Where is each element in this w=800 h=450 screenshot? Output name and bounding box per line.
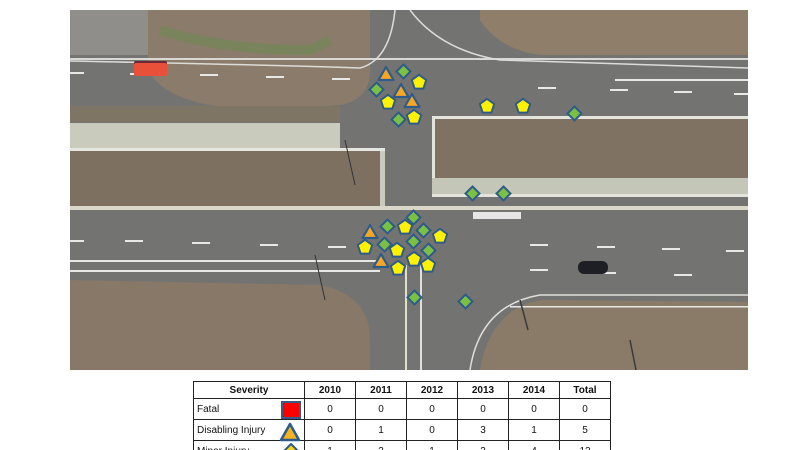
header-2010: 2010 bbox=[304, 381, 356, 399]
table-row-fatal: Fatal 0 0 0 0 0 0 bbox=[193, 398, 611, 422]
aerial-intersection-map bbox=[70, 10, 748, 370]
cell-2013: 3 bbox=[457, 440, 509, 450]
row-label: Fatal bbox=[197, 403, 220, 415]
severity-table: Severity 2010 2011 2012 2013 2014 Total … bbox=[193, 381, 611, 450]
header-total: Total bbox=[559, 381, 611, 399]
cell-2011: 1 bbox=[355, 419, 407, 441]
cell-2013: 0 bbox=[457, 398, 509, 420]
green-diamond-icon bbox=[281, 442, 301, 450]
row-label: Minor Injury bbox=[197, 446, 249, 450]
cell-total: 12 bbox=[559, 440, 611, 450]
cell-total: 5 bbox=[559, 419, 611, 441]
cell-2011: 3 bbox=[355, 440, 407, 450]
cell-2014: 1 bbox=[508, 419, 560, 441]
red-square-icon bbox=[281, 401, 301, 422]
table-row-minor-injury: Minor Injury 1 3 1 3 4 12 bbox=[193, 440, 611, 450]
header-severity: Severity bbox=[193, 381, 305, 399]
cell-2014: 4 bbox=[508, 440, 560, 450]
cell-2011: 0 bbox=[355, 398, 407, 420]
header-2012: 2012 bbox=[406, 381, 458, 399]
cell-2014: 0 bbox=[508, 398, 560, 420]
cell-2012: 0 bbox=[406, 398, 458, 420]
row-label-cell: Disabling Injury bbox=[193, 419, 305, 442]
row-label-cell: Fatal bbox=[193, 398, 305, 422]
black-car-vehicle bbox=[578, 261, 608, 274]
table-row-disabling-injury: Disabling Injury 0 1 0 3 1 5 bbox=[193, 419, 611, 442]
cell-2012: 1 bbox=[406, 440, 458, 450]
cell-2012: 0 bbox=[406, 419, 458, 441]
header-2013: 2013 bbox=[457, 381, 509, 399]
cell-2010: 0 bbox=[304, 398, 356, 420]
header-2014: 2014 bbox=[508, 381, 560, 399]
cell-2010: 0 bbox=[304, 419, 356, 441]
table-header-row: Severity 2010 2011 2012 2013 2014 Total bbox=[193, 381, 611, 399]
row-label: Disabling Injury bbox=[197, 424, 266, 436]
row-label-cell: Minor Injury bbox=[193, 440, 305, 450]
map-background bbox=[70, 10, 748, 370]
cell-total: 0 bbox=[559, 398, 611, 420]
red-truck-vehicle bbox=[134, 63, 167, 76]
header-2011: 2011 bbox=[355, 381, 407, 399]
cell-2013: 3 bbox=[457, 419, 509, 441]
cell-2010: 1 bbox=[304, 440, 356, 450]
